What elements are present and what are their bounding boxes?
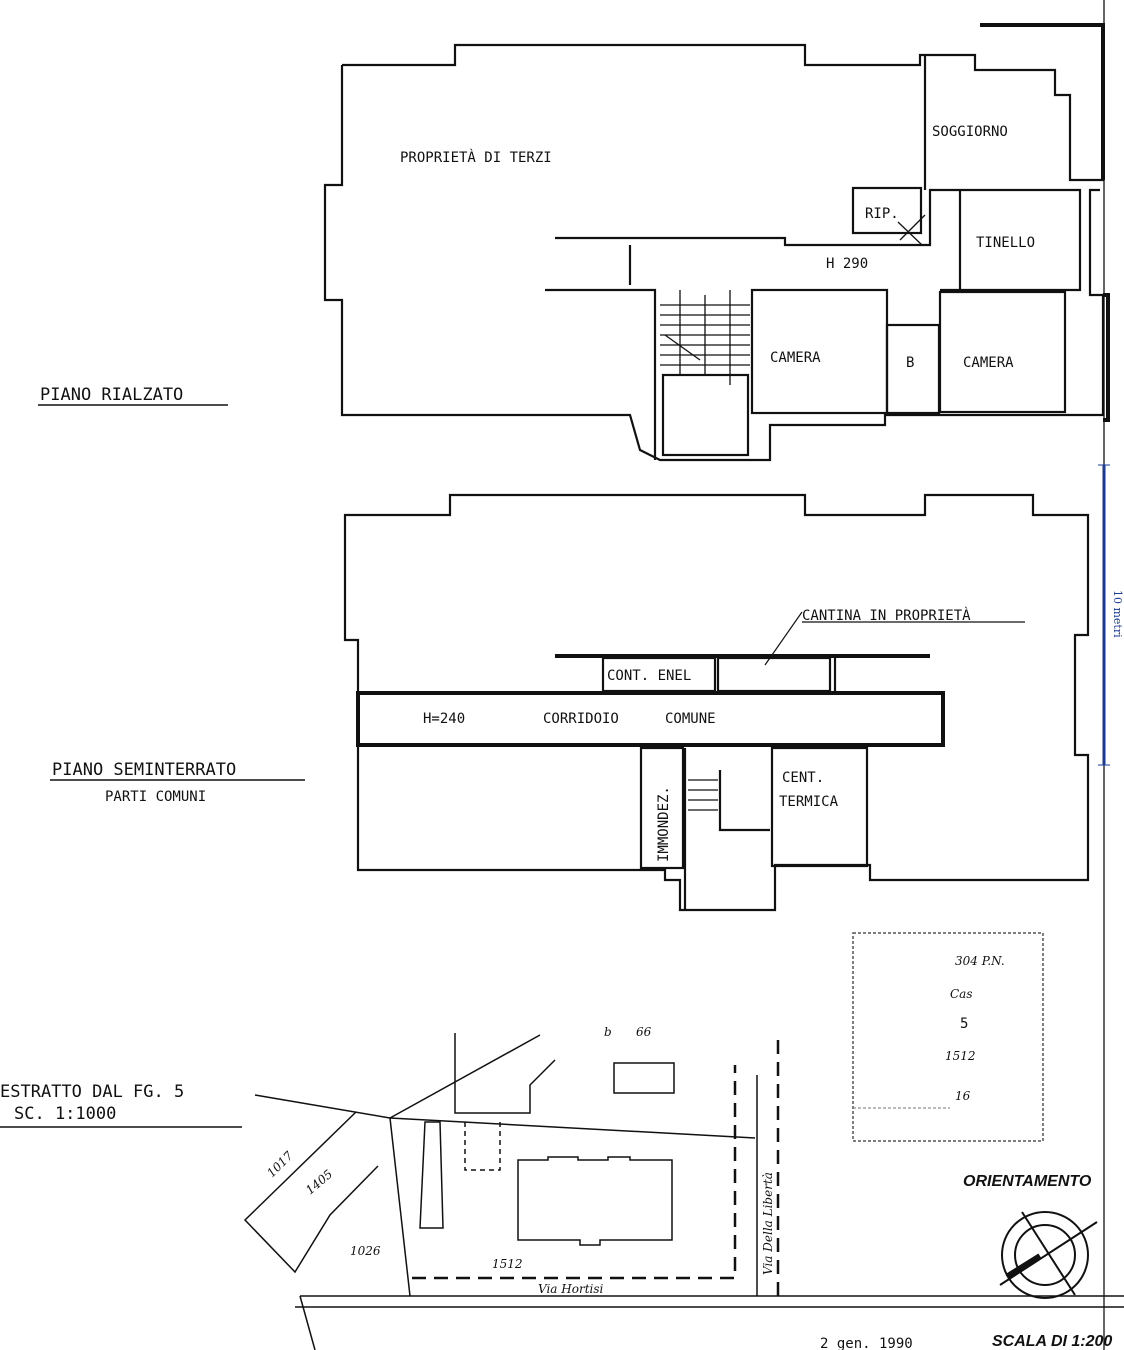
piano-seminterrato-subtitle: PARTI COMUNI [105,789,206,805]
street-label-via-hortisi: Via Hortisi [538,1282,604,1296]
parcel-label-1026: 1026 [350,1244,381,1258]
stamp-line-5: 16 [955,1089,971,1103]
stamp-line-3: 5 [960,1016,968,1032]
piano-seminterrato-plan: CANTINA IN PROPRIETÀ CONT. ENEL H=240 CO… [343,493,1090,912]
stamp-line-4: 1512 [945,1049,976,1063]
north-arrow-icon [999,1211,1098,1299]
piano-rialzato-title: PIANO RIALZATO [40,385,183,405]
room-label-soggiorno: SOGGIORNO [932,124,1008,140]
height-label: H=240 [423,711,465,727]
estratto-scale: SC. 1:1000 [14,1104,116,1124]
room-label-camera-2: CAMERA [963,355,1014,371]
piano-seminterrato-title: PIANO SEMINTERRATO [52,760,236,780]
piano-rialzato-plan: PROPRIETÀ DI TERZI SOGGIORNO RIP. TINELL… [323,23,1110,462]
cadastral-stamp: 304 P.N. Cas 5 1512 16 [852,932,1044,1142]
stamp-line-1: 304 P.N. [955,954,1005,968]
room-label-ripostiglio: RIP. [865,206,899,222]
scale-label: SCALA DI 1:200 [992,1333,1112,1350]
room-label-cent: CENT. [782,770,824,786]
room-label-bagno: B [906,355,914,371]
stamp-line-2: Cas [950,987,973,1001]
room-label-proprieta-terzi: PROPRIETÀ DI TERZI [400,149,552,166]
room-label-tinello: TINELLO [976,235,1035,251]
estratto-title: ESTRATTO DAL FG. 5 [0,1082,184,1102]
parcel-label-b: b [604,1025,612,1039]
scale-ruler: 10 metri [1098,0,1124,1350]
date-stamp: 2 gen. 1990 [820,1336,913,1350]
orientamento-label: ORIENTAMENTO [963,1173,1092,1190]
room-label-comune: COMUNE [665,711,716,727]
parcel-label-1512: 1512 [492,1257,523,1271]
room-label-immondezzaio: IMMONDEZ. [656,786,672,862]
room-label-corridoio: CORRIDOIO [543,711,619,727]
estratto-map: ESTRATTO DAL FG. 5 SC. 1:1000 b 66 1017 … [0,1025,1124,1350]
room-label-cont-enel: CONT. ENEL [607,668,691,684]
room-label-termica: TERMICA [779,794,839,810]
parcel-label-66: 66 [636,1025,652,1039]
room-label-camera-1: CAMERA [770,350,821,366]
ruler-label: 10 metri [1111,590,1124,638]
room-label-cantina: CANTINA IN PROPRIETÀ [802,607,971,624]
height-label: H 290 [826,256,868,272]
parcel-label-1405: 1405 [303,1167,335,1197]
street-label-via-liberta: Via Della Libertà [761,1172,775,1275]
